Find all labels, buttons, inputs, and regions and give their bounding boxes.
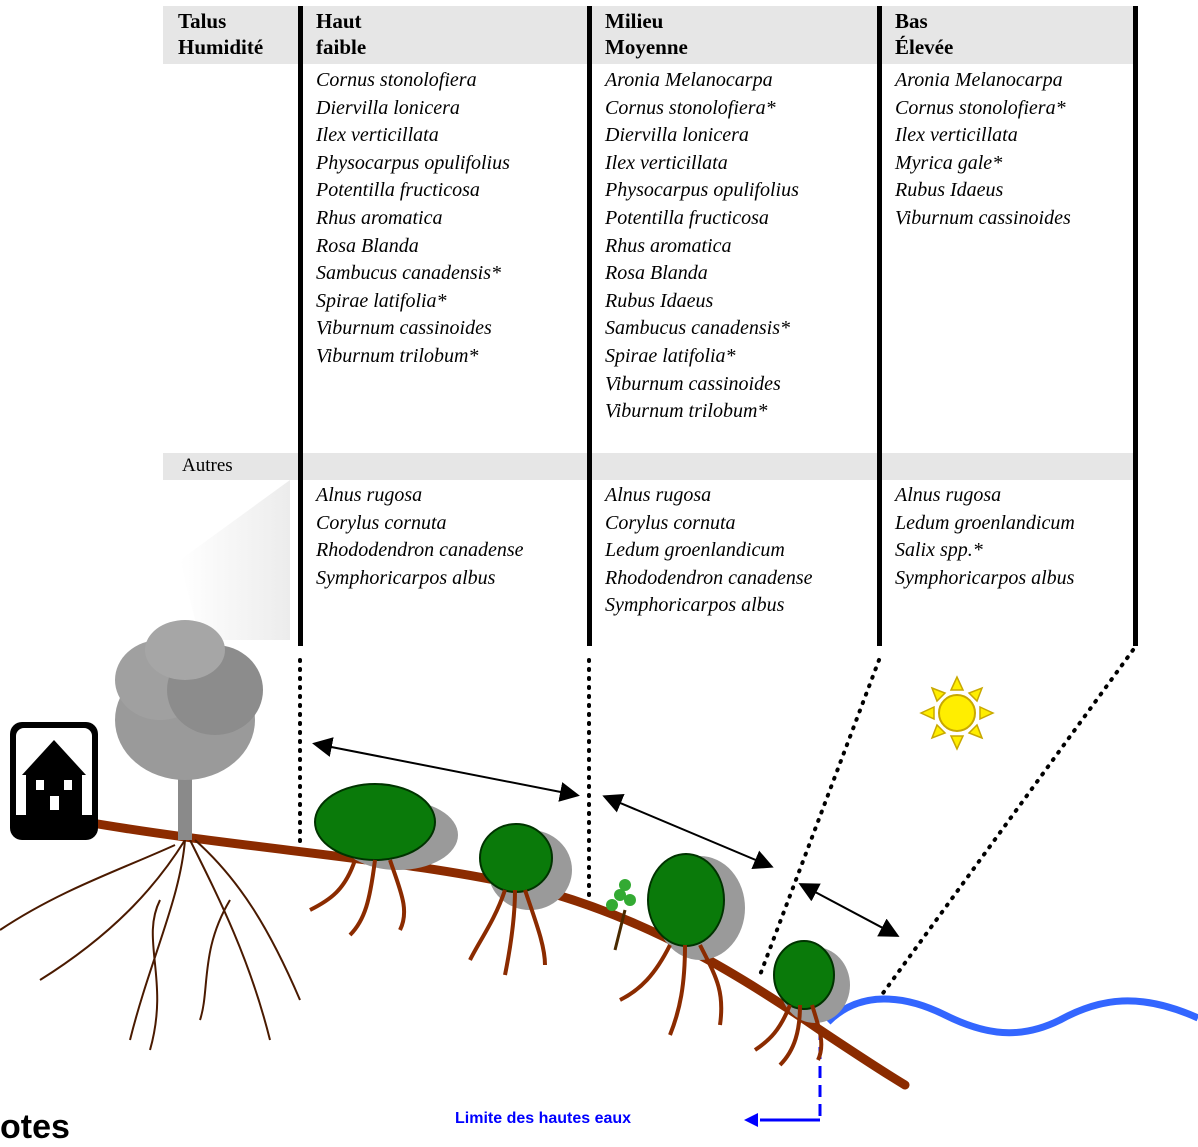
background-shadow (180, 480, 290, 640)
shrub-icon (620, 854, 745, 1035)
water-wave (828, 999, 1198, 1033)
shrub-icon (755, 941, 850, 1065)
arrow-zone-3 (802, 885, 896, 935)
high-water-label: Limite des hautes eaux (455, 1110, 631, 1128)
dotted-guide-4 (878, 650, 1133, 1000)
high-water-arrowhead (744, 1113, 758, 1127)
tree-icon (115, 620, 263, 840)
dotted-guide-3 (760, 660, 879, 975)
house-icon (10, 722, 98, 840)
shrub-icon (470, 824, 572, 975)
bottom-left-text: otes (0, 1108, 70, 1147)
sun-icon (921, 677, 993, 749)
tree-roots (0, 840, 300, 1050)
